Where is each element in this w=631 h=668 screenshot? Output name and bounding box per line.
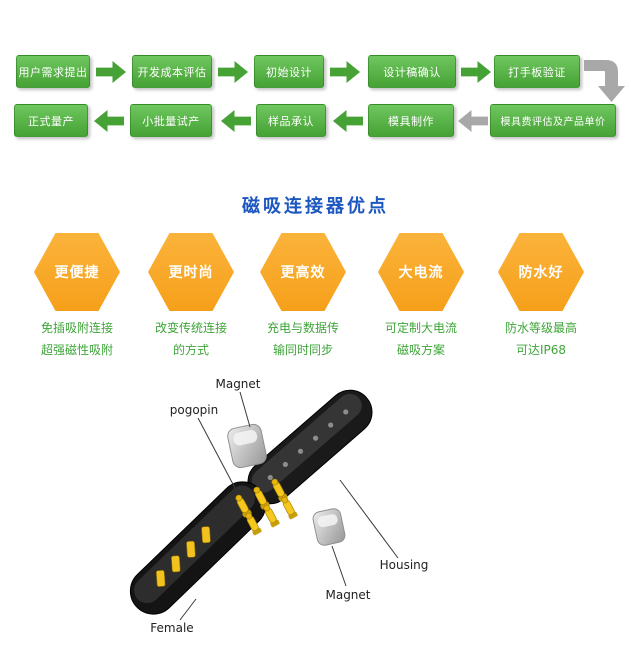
- leader-magnet-bottom: [331, 545, 347, 587]
- flow-step-design-confirm: 设计稿确认: [368, 55, 456, 88]
- label-magnet-bottom: Magnet: [325, 588, 370, 602]
- flow-step-sample-approval: 样品承认: [256, 104, 326, 137]
- feature-hexagon-label: 防水好: [518, 265, 564, 281]
- flow-arrow-left-2: [221, 110, 251, 132]
- leader-female: [179, 598, 197, 621]
- exploded-view-diagram: Magnet pogopin Housing Magnet Female: [129, 377, 429, 635]
- pin-holes: [267, 409, 349, 481]
- flow-step-mold-cost-unit-price: 模具费评估及产品单价: [490, 104, 616, 137]
- magnet-cube-top: [227, 423, 267, 469]
- feature-desc-line: 免插吸附连接: [40, 321, 113, 335]
- label-pogopin: pogopin: [170, 403, 218, 417]
- female-contacts: [155, 526, 211, 587]
- female-housing: [129, 481, 267, 615]
- flow-arrow-right-3: [330, 61, 360, 83]
- feature-hexagon-efficient: 更高效: [260, 233, 346, 311]
- flow-step-user-requirements: 用户需求提出: [16, 55, 90, 88]
- flow-step-mass-production: 正式量产: [14, 104, 88, 137]
- feature-desc-efficient: 充电与数据传 输同时同步: [238, 317, 368, 361]
- leader-pogopin: [197, 417, 236, 489]
- flow-step-prototype-verify: 打手板验证: [494, 55, 580, 88]
- feature-hexagon-stylish: 更时尚: [148, 233, 234, 311]
- feature-hexagon-high-current: 大电流: [378, 233, 464, 311]
- feature-desc-line: 超强磁性吸附: [40, 343, 113, 357]
- flow-arrow-right-1: [96, 61, 126, 83]
- feature-hexagon-waterproof: 防水好: [498, 233, 584, 311]
- pogo-pins: [235, 478, 298, 536]
- feature-desc-line: 可达IP68: [515, 343, 567, 357]
- feature-desc-waterproof: 防水等级最高 可达IP68: [476, 317, 606, 361]
- leader-magnet-top: [239, 391, 251, 428]
- leader-housing: [339, 479, 399, 559]
- flow-arrow-right-2: [218, 61, 248, 83]
- male-housing: [247, 389, 373, 505]
- pogo-pin: [253, 486, 270, 510]
- leader-lines: [179, 391, 399, 621]
- flow-step-initial-design: 初始设计: [254, 55, 324, 88]
- feature-hexagon-label: 更便捷: [54, 265, 100, 281]
- feature-desc-line: 输同时同步: [272, 343, 333, 357]
- feature-desc-convenient: 免插吸附连接 超强磁性吸附: [12, 317, 142, 361]
- flow-step-cost-evaluation: 开发成本评估: [132, 55, 212, 88]
- feature-desc-stylish: 改变传统连接 的方式: [126, 317, 256, 361]
- label-magnet-top: Magnet: [215, 377, 260, 391]
- feature-desc-line: 充电与数据传: [266, 321, 339, 335]
- flow-step-pilot-run: 小批量试产: [130, 104, 212, 137]
- feature-desc-line: 改变传统连接: [154, 321, 227, 335]
- flow-arrow-left-3: [333, 110, 363, 132]
- flow-arrow-right-4: [461, 61, 491, 83]
- label-female: Female: [150, 621, 193, 635]
- flow-arrow-left-1: [94, 110, 124, 132]
- feature-desc-line: 磁吸方案: [396, 343, 445, 357]
- magnet-cube-bottom: [312, 508, 346, 546]
- flow-step-mold-making: 模具制作: [368, 104, 454, 137]
- section-title: 磁吸连接器优点: [242, 196, 389, 217]
- flow-arrow-left-4: [458, 110, 488, 132]
- pogo-pin: [245, 512, 262, 536]
- feature-desc-line: 防水等级最高: [504, 321, 577, 335]
- feature-desc-line: 可定制大电流: [384, 321, 457, 335]
- pogo-pin: [281, 496, 298, 520]
- feature-hexagon-label: 大电流: [398, 265, 444, 281]
- feature-hexagon-label: 更时尚: [168, 265, 214, 281]
- feature-hexagon-convenient: 更便捷: [34, 233, 120, 311]
- feature-hexagon-label: 更高效: [280, 265, 326, 281]
- pogo-pin: [263, 504, 280, 528]
- label-housing: Housing: [380, 558, 429, 572]
- feature-desc-line: 的方式: [172, 343, 209, 357]
- feature-desc-high-current: 可定制大电流 磁吸方案: [356, 317, 486, 361]
- flow-arrow-bend-down: [584, 60, 625, 102]
